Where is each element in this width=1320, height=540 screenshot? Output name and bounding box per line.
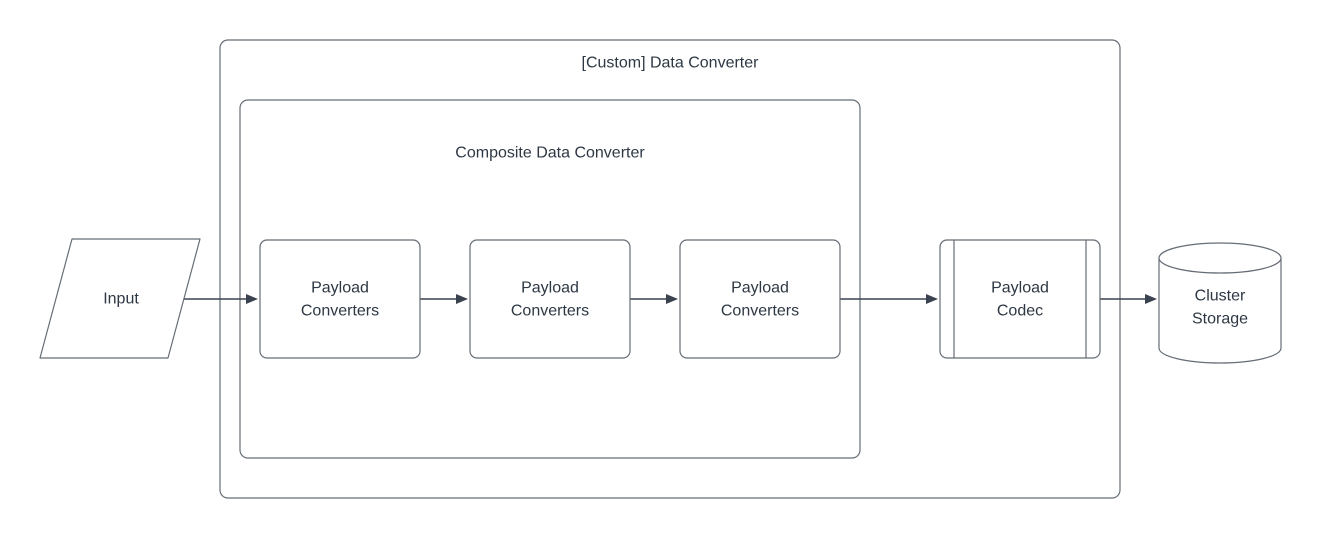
node-cluster-storage: Cluster Storage	[1158, 242, 1282, 364]
payload-converters-1-label-line1: Payload	[311, 280, 369, 297]
node-payload-codec: Payload Codec	[939, 239, 1101, 359]
node-payload-converters-1: Payload Converters	[259, 239, 421, 359]
cluster-storage-label-line1: Cluster	[1195, 288, 1246, 305]
payload-converters-3-box	[679, 239, 841, 359]
input-parallelogram	[39, 238, 201, 359]
payload-codec-label-line2: Codec	[997, 303, 1043, 320]
payload-converters-1-box	[259, 239, 421, 359]
payload-codec-label-line1: Payload	[991, 280, 1049, 297]
cluster-storage-label-line2: Storage	[1192, 311, 1248, 328]
cluster-storage-cylinder-body	[1158, 258, 1282, 364]
custom-data-converter-title: [Custom] Data Converter	[582, 55, 760, 72]
payload-codec-box	[939, 239, 1101, 359]
node-input: Input	[39, 238, 201, 359]
input-label: Input	[103, 291, 139, 308]
payload-converters-1-label-line2: Converters	[301, 303, 379, 320]
payload-converters-3-label-line2: Converters	[721, 303, 799, 320]
payload-converters-2-label-line2: Converters	[511, 303, 589, 320]
node-payload-converters-2: Payload Converters	[469, 239, 631, 359]
payload-converters-2-label-line1: Payload	[521, 280, 579, 297]
payload-converters-3-label-line1: Payload	[731, 280, 789, 297]
composite-data-converter-title: Composite Data Converter	[455, 145, 645, 162]
payload-converters-2-box	[469, 239, 631, 359]
node-payload-converters-3: Payload Converters	[679, 239, 841, 359]
cluster-storage-cylinder-top	[1158, 242, 1282, 274]
